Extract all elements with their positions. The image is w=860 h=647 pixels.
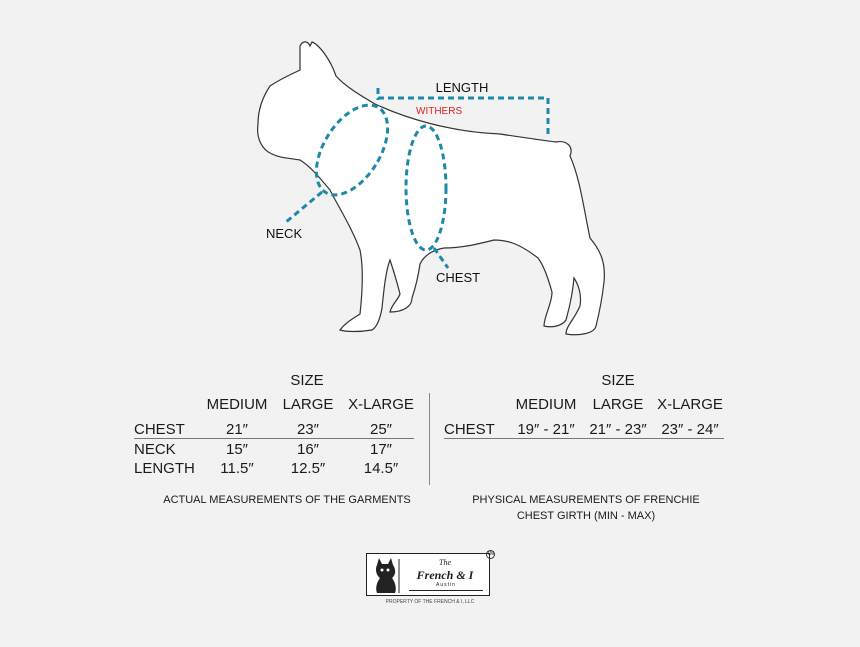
garment-length-medium: 11.5″ — [220, 460, 254, 477]
logo-city: Austin — [436, 582, 456, 588]
logo-wordmark: The French & I — [403, 557, 487, 581]
garment-row-chest-label: CHEST — [134, 421, 185, 438]
logo-line2: French & I — [416, 568, 474, 582]
garment-chest-large: 23″ — [297, 421, 319, 438]
garment-length-large: 12.5″ — [290, 460, 326, 477]
length-label: LENGTH — [436, 80, 489, 95]
chest-loop — [404, 124, 448, 252]
frenchie-col-medium: MEDIUM — [515, 396, 577, 413]
frenchie-col-large: LARGE — [592, 396, 644, 413]
dog-silhouette — [257, 41, 605, 336]
garment-row-neck-label: NECK — [134, 441, 176, 458]
garment-col-xlarge: X-LARGE — [348, 396, 414, 413]
frenchie-logo-icon — [376, 558, 400, 593]
chest-label: CHEST — [436, 270, 480, 285]
trademark-badge: TM — [486, 550, 495, 559]
garment-caption: ACTUAL MEASUREMENTS OF THE GARMENTS — [163, 494, 411, 506]
garment-chest-medium: 21″ — [226, 421, 248, 438]
garment-row-length-label: LENGTH — [134, 460, 195, 477]
length-line — [376, 88, 550, 136]
owner-notice: PROPERTY OF THE FRENCH & I, LLC — [385, 599, 475, 605]
frenchie-chest-xlarge: 23″ - 24″ — [661, 421, 719, 438]
frenchie-chest-large: 21″ - 23″ — [589, 421, 647, 438]
neck-pointer — [285, 190, 323, 224]
neck-label: NECK — [266, 226, 302, 241]
frenchie-caption-line2: CHEST GIRTH (MIN - MAX) — [516, 510, 656, 522]
logo-line1: The — [439, 558, 451, 567]
chest-pointer — [432, 247, 450, 269]
garment-col-large: LARGE — [282, 396, 334, 413]
logo-underline — [409, 590, 483, 591]
garment-neck-medium: 15″ — [226, 441, 248, 458]
measurement-diagram: LENGTH WITHERS NECK CHEST — [257, 41, 605, 336]
frenchie-row-divider — [444, 438, 724, 439]
frenchie-row-chest-label: CHEST — [444, 421, 495, 438]
garment-col-medium: MEDIUM — [206, 396, 268, 413]
frenchie-size-header: SIZE — [601, 372, 635, 389]
garment-neck-xlarge: 17″ — [370, 441, 392, 458]
garment-size-header: SIZE — [290, 372, 324, 389]
frenchie-chest-medium: 19″ - 21″ — [517, 421, 575, 438]
garment-length-xlarge: 14.5″ — [363, 460, 399, 477]
table-divider — [429, 393, 430, 485]
frenchie-col-xlarge: X-LARGE — [657, 396, 723, 413]
withers-label: WITHERS — [416, 106, 462, 117]
frenchie-caption: PHYSICAL MEASUREMENTS OF FRENCHIE CHEST … — [436, 492, 736, 524]
frenchie-caption-line1: PHYSICAL MEASUREMENTS OF FRENCHIE — [472, 494, 700, 506]
garment-neck-large: 16″ — [297, 441, 319, 458]
garment-row-divider — [134, 438, 414, 439]
garment-chest-xlarge: 25″ — [370, 421, 392, 438]
brand-logo: The French & I Austin — [366, 553, 490, 596]
